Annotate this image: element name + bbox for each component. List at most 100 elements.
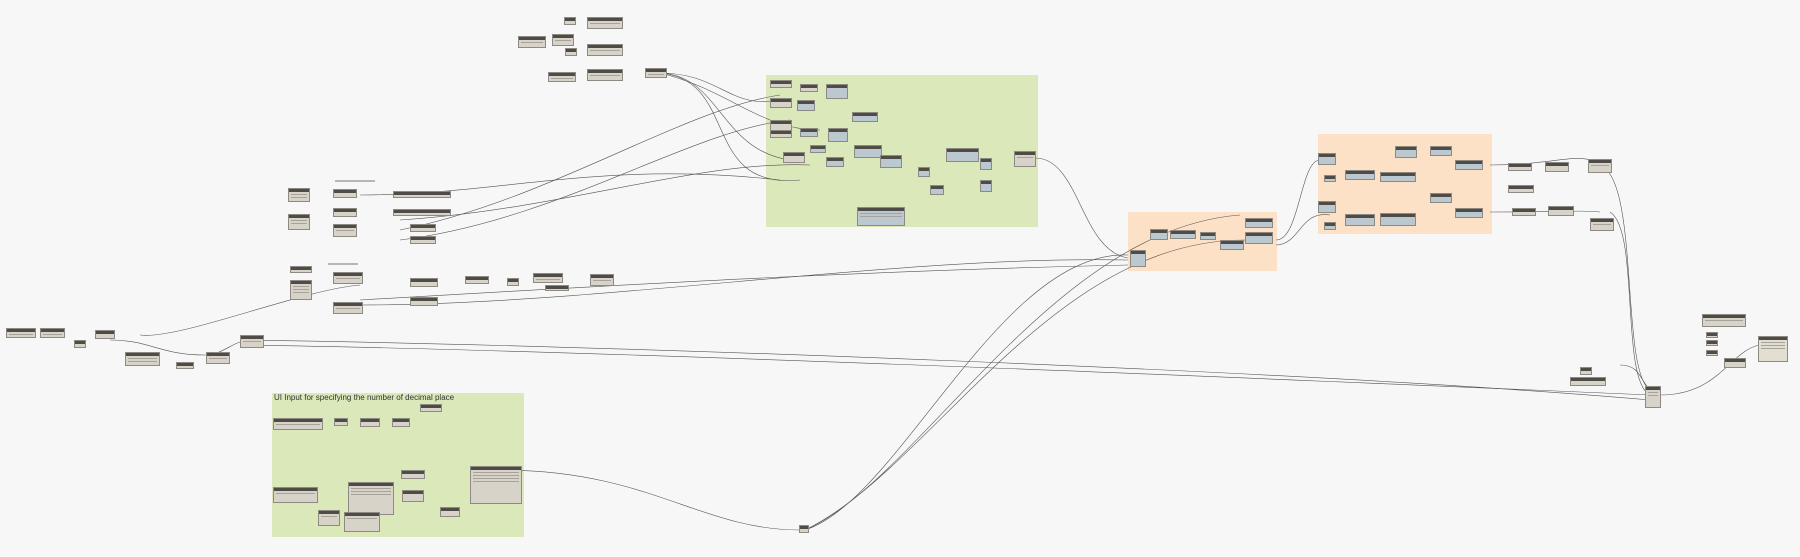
node[interactable] [587,44,623,56]
node[interactable] [420,404,442,412]
node[interactable] [1345,170,1375,180]
node[interactable] [826,84,848,99]
node[interactable] [980,158,992,170]
node[interactable] [1430,146,1452,156]
node[interactable] [645,68,667,78]
node[interactable] [410,236,436,244]
node[interactable] [95,330,115,339]
node[interactable] [918,167,930,177]
node[interactable] [288,188,310,202]
node[interactable] [770,80,792,88]
node[interactable] [854,145,882,158]
node[interactable] [930,185,944,195]
node[interactable] [1395,146,1417,158]
node[interactable] [800,84,818,92]
node[interactable] [1706,340,1718,346]
node[interactable] [410,278,438,287]
node[interactable] [318,510,340,526]
node[interactable] [40,328,65,338]
node[interactable] [74,340,86,348]
node[interactable] [518,36,546,48]
node[interactable] [240,335,264,348]
node[interactable] [1508,185,1534,193]
node[interactable] [273,487,318,503]
node[interactable] [290,280,312,300]
node[interactable] [946,148,979,162]
node[interactable] [800,128,818,137]
node[interactable] [401,470,425,479]
node[interactable] [852,112,878,122]
node[interactable] [533,273,563,283]
node[interactable] [333,189,357,198]
node[interactable] [1548,206,1574,216]
node[interactable] [470,466,522,504]
node[interactable] [1455,208,1483,218]
node[interactable] [1545,162,1569,172]
node[interactable] [880,155,902,168]
node[interactable] [333,208,357,217]
node[interactable] [587,69,623,81]
node[interactable] [1724,358,1746,368]
node[interactable] [810,145,826,153]
node[interactable] [799,525,809,533]
node[interactable] [1324,222,1336,230]
node[interactable] [1220,240,1244,250]
node[interactable] [1245,218,1273,228]
node[interactable] [333,302,363,314]
node[interactable] [1380,213,1416,226]
node[interactable] [1455,160,1483,170]
node[interactable] [290,266,312,273]
node[interactable] [393,209,451,216]
node[interactable] [206,352,230,364]
node[interactable] [1130,250,1146,267]
node[interactable] [783,152,805,163]
node[interactable] [344,512,380,532]
node[interactable] [980,180,992,192]
node[interactable] [333,224,357,237]
node[interactable] [1508,163,1532,171]
node[interactable] [393,191,451,198]
node[interactable] [1318,201,1336,213]
node[interactable] [545,285,569,291]
node[interactable] [1318,153,1336,165]
node[interactable] [334,418,348,426]
node[interactable] [1512,208,1536,216]
node[interactable] [797,100,815,111]
node[interactable] [1430,193,1452,203]
node[interactable] [1590,218,1614,231]
node[interactable] [1702,314,1746,327]
node[interactable] [1570,377,1606,386]
node[interactable] [770,130,792,138]
node[interactable] [348,482,394,515]
node[interactable] [857,207,905,226]
node[interactable] [402,490,424,502]
node[interactable] [1014,151,1036,167]
node[interactable] [564,17,576,25]
node[interactable] [440,507,460,517]
node[interactable] [1645,386,1661,408]
node[interactable] [176,362,194,369]
node[interactable] [826,157,844,167]
node[interactable] [1706,350,1718,356]
node[interactable] [410,297,438,306]
node[interactable] [1380,172,1416,182]
node[interactable] [1345,214,1375,226]
node[interactable] [1588,159,1612,173]
node[interactable] [587,17,623,29]
node[interactable] [548,72,576,82]
node[interactable] [392,418,410,427]
node[interactable] [6,328,36,338]
node[interactable] [770,98,792,108]
node[interactable] [828,128,848,142]
node[interactable] [410,224,436,232]
node[interactable] [1706,332,1718,338]
node[interactable] [1324,175,1336,182]
node[interactable] [465,276,489,284]
node[interactable] [360,418,380,427]
node[interactable] [288,214,310,230]
group-ui-input[interactable]: UI Input for specifying the number of de… [272,393,524,537]
node[interactable] [1580,367,1592,375]
node[interactable] [1150,229,1168,240]
node[interactable] [590,274,614,286]
